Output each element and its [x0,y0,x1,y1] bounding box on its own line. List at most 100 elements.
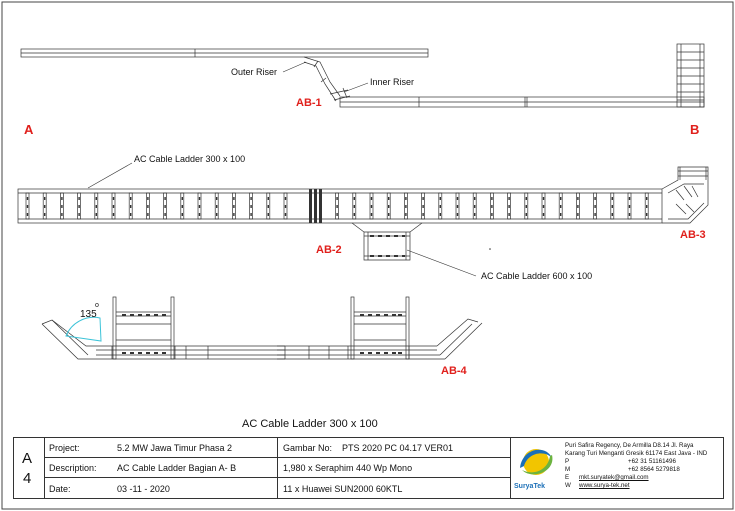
rung-slot [422,197,424,200]
rung-slot [525,205,527,208]
rung-slot [370,197,373,200]
rung-slot [646,213,648,216]
rung-slot [233,197,235,200]
rung-slot [26,205,29,208]
rung-slot [353,205,355,208]
bend-ab4-rungs [360,314,402,354]
ladder-300-label: AC Cable Ladder 300 x 100 [134,154,246,164]
rung-slot [439,213,441,216]
rung-slot [44,213,46,216]
web-link[interactable]: www.surya-tek.net [579,482,630,489]
ladder-rung [232,192,236,220]
ladder-600-label: AC Cable Ladder 600 x 100 [481,271,593,281]
rung-slot [474,205,476,208]
rung-slot [370,205,373,208]
angle-value: 135 [80,309,97,320]
ladder-rung [404,192,408,220]
rung-slot [594,213,596,216]
rung-slot [250,205,252,208]
ladder-rung [77,192,81,220]
ladder-rung [438,192,443,220]
ladder-rung [455,192,460,220]
phone-label: P [565,458,570,465]
rung-slot [284,205,287,208]
ladder-rung [42,192,47,220]
ladder-leaders [87,162,477,277]
drawing-no-label: Gambar No: [283,443,333,453]
rung-slot [216,213,218,216]
tee-branch-rungs [370,235,405,257]
rung-slot [112,213,115,216]
rung-slot [336,205,338,208]
ladder-rung [541,192,546,220]
rung-slot [26,213,29,216]
email-link[interactable]: mkt.suryatek@gmail.com [579,474,649,481]
ladder-rungs [25,192,649,220]
ladder-rung [94,192,99,220]
rung-slot [439,197,441,200]
rung-slot [78,213,80,216]
rung-slot [628,205,631,208]
title-block: A 4 Project: 5.2 MW Jawa Timur Phasa 2 D… [13,437,724,499]
rung-slot [78,205,80,208]
rung-slot [491,205,493,208]
rung-slot [405,205,407,208]
project-label: Project: [49,443,80,453]
rung-slot [422,205,424,208]
rung-slot [577,213,579,216]
angle-degree-mark: o [95,302,99,309]
rung-slot [628,213,631,216]
date-label: Date: [49,484,71,494]
rung-slot [388,213,390,216]
ladder-rung [180,192,185,220]
rung-slot [456,205,459,208]
rung-slot [525,213,527,216]
ladder-rung [25,192,30,220]
rung-slot [164,213,166,216]
rung-slot [198,205,201,208]
ladder-rung [386,192,391,220]
bend-135-left [41,296,286,360]
rung-slot [181,213,183,216]
rung-slot [44,205,46,208]
rung-slot [250,213,252,216]
rung-slot [611,213,613,216]
ladder-rung [146,192,150,220]
rung-slot [284,213,287,216]
ladder-rung [421,192,425,220]
drawing-no-value: PTS 2020 PC 04.17 VER01 [342,443,454,453]
rung-slot [216,205,218,208]
rung-slot [112,205,115,208]
rung-slot [61,213,63,216]
description-value: AC Cable Ladder Bagian A- B [117,463,237,473]
ladder-rung [111,192,116,220]
ladder-coupler [309,189,322,223]
rung-slot [250,197,252,200]
ladder-rung [593,192,597,220]
ladder-rung [283,192,288,220]
sheet-size-a: A [22,450,33,467]
ac-cable-ladder-300-run [17,188,663,224]
rung-slot [112,197,115,200]
ladder-rung [197,192,202,220]
angle-135-arc [65,316,102,342]
ladder-rung [507,192,511,220]
description-label: Description: [49,463,97,473]
rung-slot [95,213,97,216]
rung-slot [456,197,459,200]
ladder-rung [627,192,632,220]
rung-slot [78,197,80,200]
company-address-line2: Karang Turi Menganti Gresik 61174 East J… [565,450,708,457]
top-ladder-run [20,43,705,108]
rung-slot [95,205,97,208]
rung-slot [147,213,149,216]
suryatek-logo-icon [520,449,553,475]
ab3-riser [661,166,709,224]
rung-slot [405,197,407,200]
rung-slot [26,197,29,200]
ladder-rung [128,192,133,220]
bend-ab4 [277,296,483,360]
rung-slot [130,213,132,216]
rung-slot [542,197,545,200]
tee-branch-600 [351,222,423,261]
